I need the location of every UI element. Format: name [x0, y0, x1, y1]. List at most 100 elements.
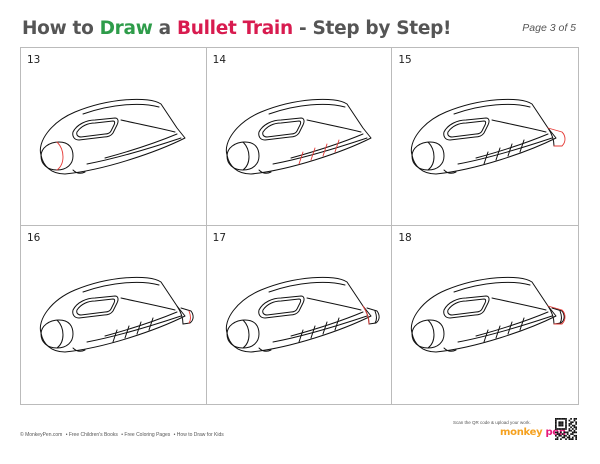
steps-grid: 13 14 15 16 17 18 — [20, 47, 579, 405]
train-line-windowInner — [447, 120, 487, 138]
qr-module — [556, 433, 559, 435]
qr-module — [560, 438, 562, 440]
bullet-train-drawing — [225, 98, 372, 175]
qr-module — [561, 428, 564, 430]
qr-module — [570, 433, 572, 435]
train-line-skirtTip — [258, 169, 272, 174]
qr-module — [570, 438, 572, 440]
page-number: Page 3 of 5 — [522, 22, 576, 34]
qr-module — [566, 431, 569, 434]
qr-module — [556, 436, 559, 439]
footer-link[interactable]: • How to Draw for Kids — [173, 432, 224, 438]
qr-module — [556, 418, 559, 420]
step-panel: 13 — [21, 48, 207, 226]
qr-module — [560, 431, 562, 434]
qr-module — [561, 424, 564, 427]
train-line-stripes — [298, 317, 340, 343]
train-line-windowInner — [261, 298, 301, 316]
qr-module — [555, 423, 557, 425]
train-line-sideLine3 — [457, 315, 553, 343]
train-line-window — [72, 295, 119, 319]
footer-link[interactable]: • Free Children's Books — [65, 432, 118, 438]
train-line-frontEdge — [362, 305, 370, 325]
train-line-noseLine — [242, 319, 250, 349]
train-line-nose — [411, 141, 445, 171]
scan-instruction: Scan the QR code & upload your work. — [453, 420, 531, 425]
qr-module — [563, 431, 566, 434]
train-line-sideLine3 — [272, 315, 368, 343]
qr-module — [558, 434, 561, 437]
qr-module — [570, 426, 572, 429]
qr-module — [568, 428, 571, 430]
qr-module — [565, 421, 567, 424]
qr-module — [570, 421, 572, 424]
logo-text: monkey — [500, 427, 543, 438]
train-line-body — [225, 98, 372, 175]
qr-module — [575, 426, 577, 429]
train-line-nose — [411, 319, 445, 349]
footer-link[interactable]: • Free Coloring Pages — [121, 432, 171, 438]
title-text: a — [152, 18, 177, 39]
qr-module — [563, 418, 566, 420]
title-draw-word: Draw — [99, 18, 153, 39]
train-line-windowInner — [76, 120, 116, 138]
qr-module — [575, 436, 577, 439]
qr-module — [556, 431, 559, 434]
qr-module — [573, 419, 576, 422]
train-line-window — [72, 117, 119, 141]
train-line-roofLine — [453, 103, 531, 115]
train-line-roofLine — [453, 281, 531, 293]
qr-module — [573, 424, 576, 427]
qr-module — [561, 433, 564, 435]
qr-module — [561, 418, 564, 420]
train-line-sideLine3 — [457, 137, 553, 165]
qr-module — [565, 424, 567, 427]
qr-module — [563, 428, 566, 430]
qr-module — [575, 428, 577, 430]
qr-module — [560, 421, 562, 424]
train-line-sideLine1 — [306, 297, 362, 311]
train-line-window — [257, 295, 305, 319]
train-line-body — [411, 98, 557, 175]
train-line-nose — [226, 141, 260, 171]
train-line-stripes — [298, 139, 340, 165]
train-line-windowInner — [76, 298, 116, 316]
qr-module — [575, 418, 577, 420]
qr-module — [573, 418, 576, 420]
train-line-frontEdge — [547, 305, 555, 325]
train-line-window — [443, 117, 490, 141]
train-line-sideLine1 — [491, 297, 547, 311]
qr-module — [565, 428, 567, 430]
qr-module — [555, 426, 557, 429]
qr-module — [558, 421, 561, 424]
qr-module — [561, 423, 564, 425]
qr-module — [555, 418, 557, 420]
train-line-skirtTip — [443, 347, 457, 352]
step-panel: 18 — [392, 226, 578, 404]
footer-links: © MonkeyPen.com • Free Children's Books … — [20, 432, 226, 438]
train-line-cap16 — [551, 307, 565, 325]
qr-module — [568, 429, 571, 432]
qr-module — [555, 428, 557, 430]
qr-module — [560, 423, 562, 425]
train-line-skirtTip — [258, 347, 272, 352]
train-line-noseLine — [427, 141, 435, 171]
qr-module — [556, 428, 559, 430]
train-line-roofLine — [82, 281, 160, 293]
title-subject-words: Bullet Train — [176, 18, 293, 39]
qr-module — [558, 424, 561, 427]
qr-code-icon[interactable] — [555, 418, 577, 440]
qr-module — [565, 426, 567, 429]
qr-module — [570, 418, 572, 420]
qr-module — [575, 438, 577, 440]
qr-module — [560, 434, 562, 437]
train-line-roofLine — [268, 103, 346, 115]
qr-module — [568, 424, 571, 427]
step-number: 13 — [27, 54, 41, 66]
train-line-noseLine — [242, 141, 250, 171]
qr-module — [558, 428, 561, 430]
bullet-train-drawing — [225, 276, 380, 353]
train-line-cap16 — [366, 307, 380, 325]
train-line-skirtTip — [443, 169, 457, 174]
qr-module — [563, 434, 566, 437]
